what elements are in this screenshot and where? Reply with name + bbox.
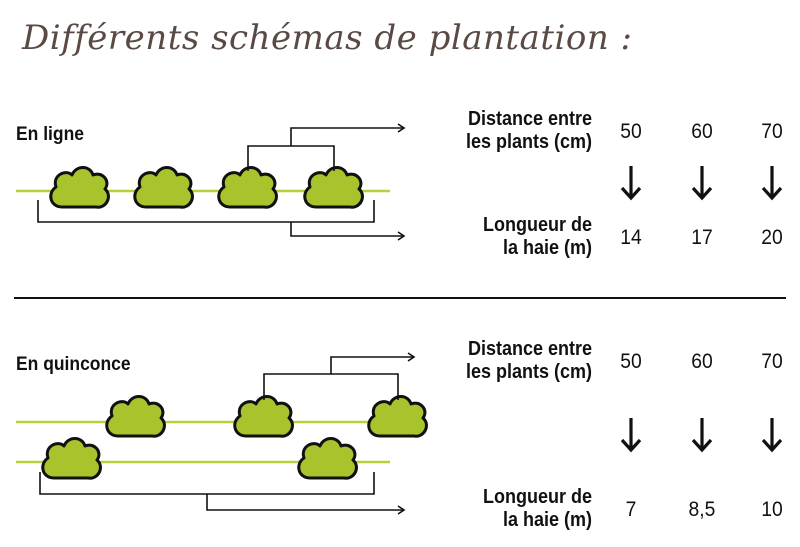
down-arrow-icon (761, 166, 783, 201)
shrub-icon (217, 166, 278, 209)
shrub-icon (367, 395, 428, 438)
shrub-icon (133, 166, 194, 209)
length-bracket (37, 200, 404, 236)
length-header-line-2: la haie (m) (502, 237, 592, 259)
shrub-icon (41, 437, 102, 480)
distance-header-line-2: les plants (cm) (465, 131, 592, 153)
length-header-line-1: Longueur de (483, 214, 592, 236)
length-header-line-2: la haie (m) (502, 509, 592, 531)
distance-value: 50 (620, 120, 642, 143)
length-value: 8,5 (688, 498, 716, 521)
shrub-icon (105, 395, 166, 438)
down-arrow-icon (620, 166, 642, 201)
length-header-line-1: Longueur de (483, 486, 592, 508)
length-value: 10 (761, 498, 783, 521)
distance-header-line-1: Distance entre (467, 108, 592, 130)
section-divider (14, 297, 786, 299)
distance-value: 60 (691, 350, 713, 373)
down-arrow-icon (620, 418, 642, 453)
down-arrow-icon (761, 418, 783, 453)
shrub-icon (303, 166, 364, 209)
distance-header: Distance entre les plants (cm) (412, 338, 592, 384)
page-title: Différents schémas de plantation : (22, 18, 633, 58)
shrub-icon (49, 166, 110, 209)
length-value: 7 (625, 498, 637, 521)
shrub-icon (233, 395, 294, 438)
distance-value: 50 (620, 350, 642, 373)
length-bracket (39, 472, 404, 510)
distance-header: Distance entre les plants (cm) (412, 108, 592, 154)
spacing-bracket (247, 128, 404, 171)
length-value: 17 (691, 226, 713, 249)
distance-value: 70 (761, 350, 783, 373)
distance-value: 70 (761, 120, 783, 143)
length-value: 14 (620, 226, 642, 249)
length-header: Longueur de la haie (m) (412, 214, 592, 260)
length-header: Longueur de la haie (m) (412, 486, 592, 532)
distance-value: 60 (691, 120, 713, 143)
distance-header-line-2: les plants (cm) (465, 361, 592, 383)
section-label-en-ligne: En ligne (16, 124, 84, 145)
shrub-icon (297, 437, 358, 480)
section-label-en-quinconce: En quinconce (16, 354, 131, 375)
spacing-bracket (263, 357, 414, 400)
length-value: 20 (761, 226, 783, 249)
down-arrow-icon (691, 166, 713, 201)
distance-header-line-1: Distance entre (467, 338, 592, 360)
down-arrow-icon (691, 418, 713, 453)
